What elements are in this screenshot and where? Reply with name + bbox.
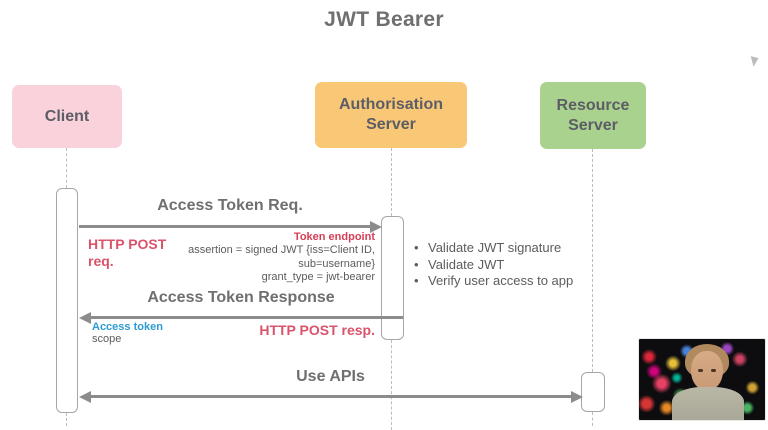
note-http-post-req-line1: HTTP POST xyxy=(88,236,167,252)
arrowhead-right-icon xyxy=(571,390,583,403)
auth-lifeline-tail xyxy=(391,340,392,430)
actor-client-label: Client xyxy=(44,107,90,125)
client-lifeline xyxy=(66,148,67,188)
client-activation-bar xyxy=(56,188,78,413)
note-access-token: Access token xyxy=(92,321,163,333)
actor-resource-server: Resource Server xyxy=(540,82,646,149)
presenter-torso xyxy=(672,387,744,420)
actor-resource-label: Resource Server xyxy=(556,96,630,134)
auth-validation-checklist: Validate JWT signature Validate JWT Veri… xyxy=(412,240,582,290)
presenter-webcam-thumbnail xyxy=(638,338,766,421)
arrowhead-left-icon xyxy=(79,390,91,403)
checklist-item: Validate JWT xyxy=(412,257,582,274)
message-access-token-req-label: Access Token Req. xyxy=(157,197,303,214)
note-assertion-params: assertion = signed JWT {iss=Client ID, s… xyxy=(155,244,375,285)
use-apis-arrow xyxy=(90,395,572,398)
actor-auth-label: Authorisation Server xyxy=(339,96,443,133)
access-token-req-arrow xyxy=(79,225,371,228)
checklist-item: Validate JWT signature xyxy=(412,240,582,257)
note-assertion-line3: grant_type = jwt-bearer xyxy=(261,271,375,283)
resource-lifeline xyxy=(592,149,593,372)
resource-activation-bar xyxy=(581,372,605,412)
access-token-response-arrow xyxy=(90,316,403,319)
note-http-post-req: HTTP POST req. xyxy=(88,236,166,270)
note-http-post-resp: HTTP POST resp. xyxy=(259,322,375,338)
presenter-eye xyxy=(698,369,703,372)
actor-client: Client xyxy=(12,85,122,148)
checklist-item: Verify user access to app xyxy=(412,273,582,290)
note-token-endpoint: Token endpoint xyxy=(293,231,375,243)
actor-authorisation-server: Authorisation Server xyxy=(315,82,467,148)
diagram-title: JWT Bearer xyxy=(324,8,444,31)
note-assertion-line2: sub=username} xyxy=(298,257,375,270)
auth-activation-bar xyxy=(381,216,404,340)
presenter-face xyxy=(691,351,723,391)
message-use-apis-label: Use APIs xyxy=(296,368,365,385)
client-lifeline-tail xyxy=(66,413,67,426)
resource-lifeline-tail xyxy=(592,412,593,426)
note-scope: scope xyxy=(92,333,122,345)
note-assertion-line1: assertion = signed JWT {iss=Client ID, xyxy=(188,244,375,256)
presenter-eye xyxy=(711,369,716,372)
auth-lifeline xyxy=(391,148,392,216)
message-access-token-response-label: Access Token Response xyxy=(147,289,335,306)
arrowhead-left-icon xyxy=(79,311,91,324)
note-http-post-req-line2: req. xyxy=(88,253,114,269)
mouse-cursor-icon xyxy=(750,54,761,67)
arrowhead-right-icon xyxy=(370,220,382,233)
